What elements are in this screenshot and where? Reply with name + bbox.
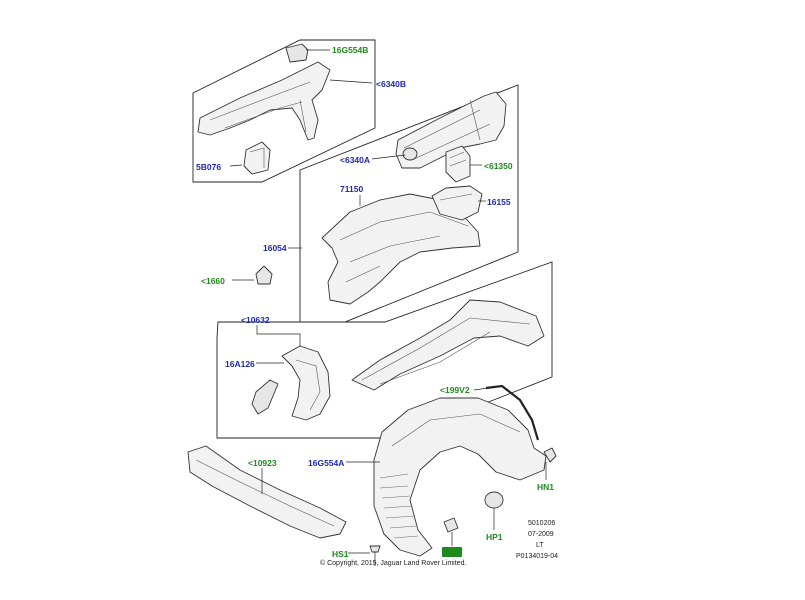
clip-1660[interactable] [255, 265, 273, 285]
group-frame-lower [216, 261, 553, 439]
fastener-ht1[interactable] [443, 517, 459, 533]
callout-hs1[interactable]: HS1 [332, 549, 349, 559]
callout-16a126[interactable]: 16A126 [225, 359, 255, 369]
wheelhouse-panel[interactable] [321, 193, 481, 305]
callout-6340b[interactable]: <6340B [376, 79, 407, 89]
callout-10632[interactable]: <10632 [241, 315, 270, 325]
bracket-16155[interactable] [431, 185, 483, 221]
clip-hn1[interactable] [543, 447, 557, 463]
plug-hp1[interactable] [484, 491, 504, 509]
bracket-5b076[interactable] [243, 141, 271, 175]
callout-1660[interactable]: <1660 [201, 276, 225, 286]
diagram-ref: P0134019-04 [516, 553, 559, 560]
group-frame-top [192, 39, 376, 183]
callout-16g554a[interactable]: 16G554A [308, 458, 345, 468]
callout-199v2[interactable]: <199V2 [440, 385, 470, 395]
copyright-text: © Copyright, 2015, Jaguar Land Rover Lim… [320, 560, 467, 567]
callout-5b076[interactable]: 5B076 [196, 162, 222, 172]
callout-16g554b[interactable]: 16G554B [332, 45, 369, 55]
callout-6340a[interactable]: <6340A [340, 155, 371, 165]
callout-16155[interactable]: 16155 [487, 197, 511, 207]
side-member-10632[interactable] [351, 299, 545, 391]
diagram-side: LT [536, 542, 544, 549]
callout-ht1[interactable]: HT1 [442, 547, 463, 557]
lower-rail-10923[interactable] [187, 445, 347, 539]
screw-hs1[interactable] [369, 545, 381, 566]
callout-16054[interactable]: 16054 [263, 243, 287, 253]
apron-assembly[interactable] [395, 91, 507, 169]
upper-apron-rail[interactable] [197, 43, 331, 141]
seal-strip-199v2[interactable] [485, 384, 540, 441]
callout-61350[interactable]: <61350 [484, 161, 513, 171]
diagram-code: 5010206 [528, 520, 556, 527]
bracket-61350[interactable] [445, 145, 471, 183]
diagram-date: 07-2009 [528, 531, 554, 538]
bracket-16a126[interactable] [251, 345, 331, 421]
wheel-arch-liner[interactable] [373, 397, 547, 557]
callout-hn1[interactable]: HN1 [537, 482, 555, 492]
callout-hp1[interactable]: HP1 [486, 532, 503, 542]
callout-71150[interactable]: 71150 [340, 184, 364, 194]
callout-10923[interactable]: <10923 [248, 458, 277, 468]
